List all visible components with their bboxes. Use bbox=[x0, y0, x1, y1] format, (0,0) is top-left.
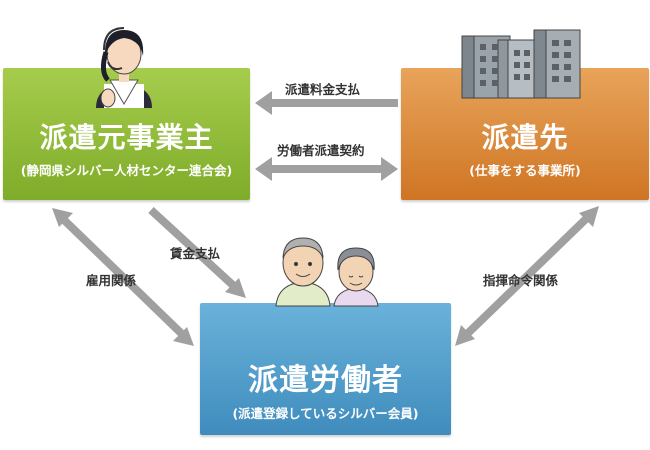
office-buildings-icon bbox=[461, 29, 581, 99]
worker-subtitle: (派遣登録しているシルバー会員) bbox=[232, 406, 419, 421]
operator-with-headset-icon bbox=[96, 27, 152, 108]
employment-arrow bbox=[52, 208, 194, 346]
dispatch-contract-arrow bbox=[255, 157, 398, 181]
wage-payment-label: 賃金支払 bbox=[170, 246, 221, 261]
dispatcher-subtitle: (静岡県シルバー人材センター連合会) bbox=[20, 163, 233, 178]
client-subtitle: (仕事をする事業所) bbox=[469, 163, 581, 178]
worker-title: 派遣労働者 bbox=[248, 363, 403, 398]
command-arrow bbox=[455, 206, 599, 346]
dispatcher-title: 派遣元事業主 bbox=[39, 121, 214, 154]
elderly-couple-icon bbox=[275, 237, 379, 307]
wage-payment-arrow bbox=[148, 207, 246, 298]
employment-label: 雇用関係 bbox=[86, 273, 137, 288]
command-label: 指揮命令関係 bbox=[483, 273, 559, 288]
fee-payment-label: 派遣料金支払 bbox=[285, 82, 361, 97]
worker-box: 派遣労働者 (派遣登録しているシルバー会員) bbox=[200, 303, 451, 435]
dispatch-contract-label: 労働者派遣契約 bbox=[277, 143, 365, 158]
fee-payment-arrow bbox=[255, 91, 398, 115]
client-title: 派遣先 bbox=[481, 121, 569, 154]
